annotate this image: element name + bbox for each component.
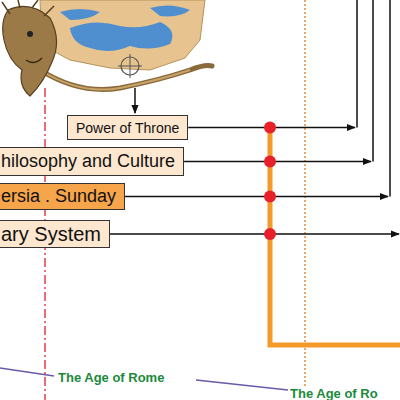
box-text: ersia . Sunday xyxy=(1,186,116,207)
branch-riser xyxy=(356,0,358,128)
timeline-box: Power of Throne xyxy=(67,115,188,140)
timeline-box: ersia . Sunday xyxy=(0,183,125,210)
branch-riser xyxy=(372,0,374,162)
branch-arrow xyxy=(184,161,371,163)
dotted-divider xyxy=(304,0,305,400)
junction-dot xyxy=(264,122,276,134)
junction-dot xyxy=(264,228,276,240)
time-line xyxy=(196,380,288,390)
box-text: ary System xyxy=(1,223,101,246)
junction-dot xyxy=(264,156,276,168)
box-text: hilosophy and Culture xyxy=(1,151,175,172)
pointer-arrow xyxy=(134,88,136,113)
timeline-box: hilosophy and Culture xyxy=(0,147,184,176)
timeline-box: ary System xyxy=(0,220,110,248)
orange-bracket xyxy=(270,128,400,346)
branch-arrow xyxy=(110,233,399,235)
branch-riser xyxy=(389,0,391,197)
map-illustration xyxy=(40,0,205,78)
box-text: Power of Throne xyxy=(76,120,179,136)
era-label: The Age of Ro xyxy=(288,386,380,400)
serpent-illustration xyxy=(2,0,212,96)
junction-dot xyxy=(264,191,276,203)
time-line xyxy=(0,368,54,376)
era-label: The Age of Rome xyxy=(56,370,166,385)
branch-arrow xyxy=(125,196,388,198)
